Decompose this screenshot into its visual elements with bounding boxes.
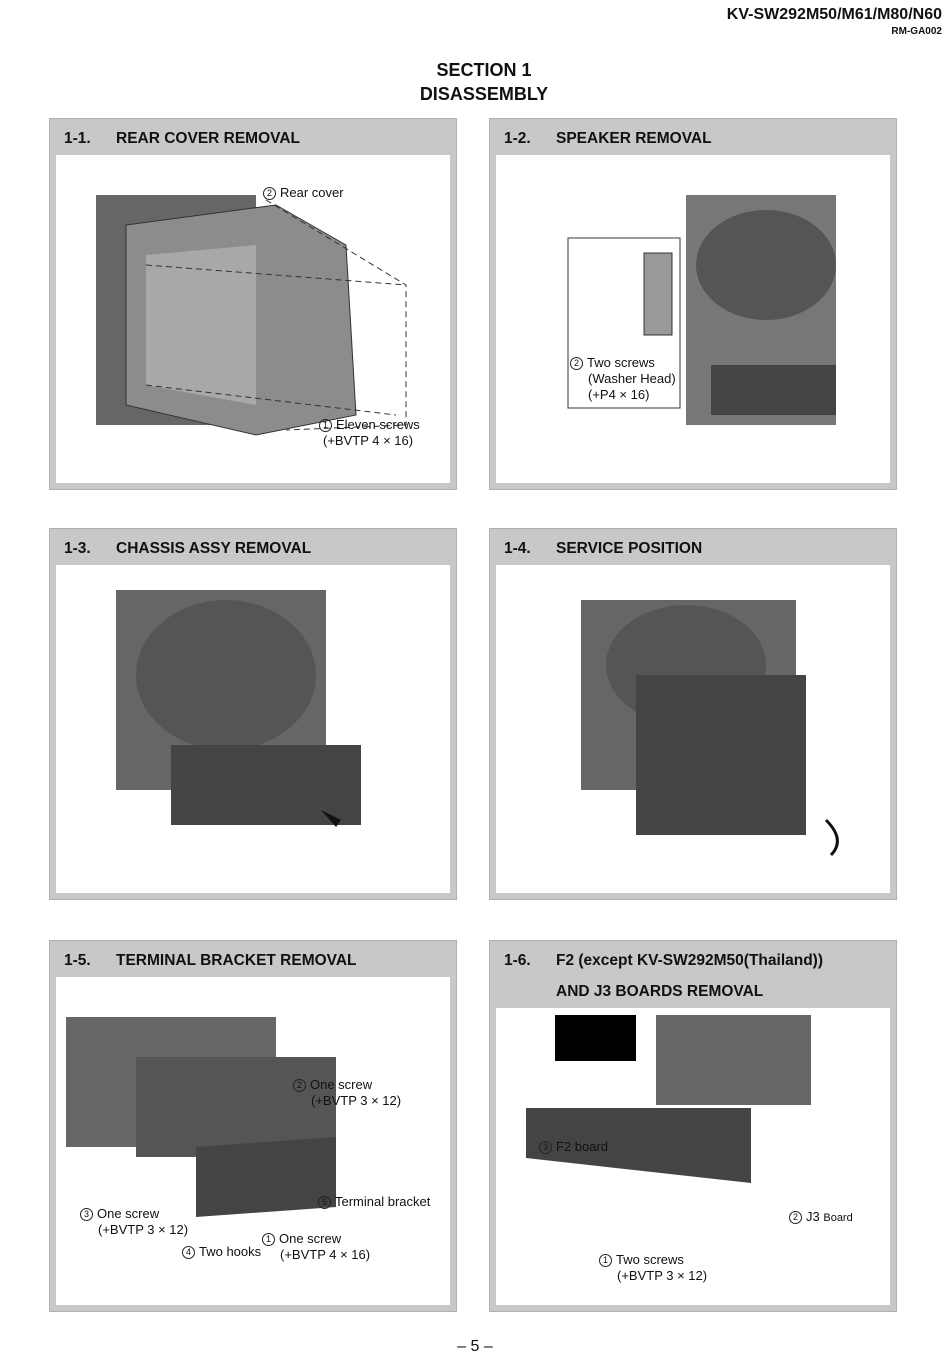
- section-heading: SECTION 1 DISASSEMBLY: [0, 58, 950, 106]
- model-number: KV-SW292M50/M61/M80/N60: [726, 6, 942, 23]
- rear-cover-illustration: [96, 195, 407, 436]
- callout-spec: (+P4 × 16): [588, 387, 650, 402]
- panel-title-text: AND J3 BOARDS REMOVAL: [556, 983, 764, 1000]
- panel-illustration-area: 2 Rear cover 1 Eleven screws(+BVTP 4 × 16): [56, 155, 450, 483]
- panel-title: 1-4. SERVICE POSITION: [504, 540, 702, 558]
- callout-number: 2: [789, 1211, 802, 1224]
- panel-title-text: CHASSIS ASSY REMOVAL: [116, 540, 312, 557]
- panel-title: 1-2. SPEAKER REMOVAL: [504, 130, 712, 148]
- callout-two-screws: 1 Two screws(+BVTP 3 × 12): [599, 1252, 707, 1284]
- panel-illustration-area: [56, 565, 450, 893]
- callout-rear-cover: 2 Rear cover: [263, 185, 344, 201]
- panel-title-text: SPEAKER REMOVAL: [556, 130, 712, 147]
- callout-one-screw-bottom: 1 One screw(+BVTP 4 × 16): [262, 1231, 370, 1263]
- page-number: – 5 –: [457, 1338, 493, 1355]
- callout-text: J3: [806, 1209, 820, 1224]
- terminal-bracket-illustration: [66, 1017, 336, 1217]
- panel-number: 1-1.: [64, 130, 91, 147]
- callout-number: 2: [293, 1079, 306, 1092]
- panel-service-position: 1-4. SERVICE POSITION: [489, 528, 897, 900]
- callout-one-screw-top: 2 One screw(+BVTP 3 × 12): [293, 1077, 401, 1109]
- callout-text: Terminal bracket: [335, 1194, 431, 1209]
- panel-number: 1-3.: [64, 540, 91, 557]
- callout-text: F2 board: [556, 1139, 609, 1154]
- panel-title-text: F2 (except KV-SW292M50(Thailand)): [556, 952, 824, 969]
- callout-text: Board: [823, 1212, 853, 1224]
- callout-spec: (Washer Head): [588, 371, 676, 386]
- callout-text: One screw: [97, 1206, 160, 1221]
- callout-number: 3: [539, 1141, 552, 1154]
- callout-number: 1: [262, 1233, 275, 1246]
- panel-title-text: REAR COVER REMOVAL: [116, 130, 301, 147]
- service-position-illustration: [581, 600, 839, 857]
- chassis-illustration: [116, 590, 361, 827]
- callout-spec: (+BVTP 3 × 12): [311, 1093, 402, 1108]
- panel-title-line2: AND J3 BOARDS REMOVAL: [504, 983, 763, 1001]
- callout-spec: (+BVTP 3 × 12): [98, 1222, 189, 1237]
- callout-text: Eleven screws: [336, 417, 420, 432]
- callout-text: One screw: [310, 1077, 373, 1092]
- callout-spec: (+BVTP 4 × 16): [323, 433, 414, 448]
- callout-eleven-screws: 1 Eleven screws(+BVTP 4 × 16): [319, 417, 420, 449]
- f2-j3-illustration: [526, 1015, 811, 1183]
- callout-two-hooks: 4 Two hooks: [182, 1244, 261, 1260]
- callout-j3-board: 2 J3 Board: [789, 1209, 853, 1226]
- callout-number: 4: [182, 1246, 195, 1259]
- panel-f2-j3-boards-removal: 1-6. F2 (except KV-SW292M50(Thailand)) AN…: [489, 940, 897, 1312]
- callout-text: Rear cover: [280, 185, 344, 200]
- callout-text: Two screws: [616, 1252, 684, 1267]
- section-subtitle: DISASSEMBLY: [419, 84, 549, 104]
- panel-title-text: SERVICE POSITION: [556, 540, 703, 557]
- callout-number: 5: [318, 1196, 331, 1209]
- callout-terminal-bracket: 5 Terminal bracket: [318, 1194, 430, 1210]
- panel-title: 1-6. F2 (except KV-SW292M50(Thailand)): [504, 952, 823, 970]
- callout-two-screws: 2 Two screws(Washer Head)(+P4 × 16): [570, 355, 676, 403]
- callout-number: 3: [80, 1208, 93, 1221]
- callout-number: 2: [570, 357, 583, 370]
- panel-title: 1-3. CHASSIS ASSY REMOVAL: [64, 540, 311, 558]
- panel-rear-cover-removal: 1-1. REAR COVER REMOVAL 2 Rear cover 1 Elev…: [49, 118, 457, 490]
- panel-number: 1-2.: [504, 130, 531, 147]
- panel-number: 1-4.: [504, 540, 531, 557]
- panel-number: 1-5.: [64, 952, 91, 969]
- speaker-illustration: [567, 195, 836, 425]
- callout-f2-board: 3 F2 board: [539, 1139, 608, 1155]
- panel-title: 1-1. REAR COVER REMOVAL: [64, 130, 300, 148]
- callout-number: 2: [263, 187, 276, 200]
- panel-number: 1-6.: [504, 952, 531, 969]
- panel-illustration-area: 2 Two screws(Washer Head)(+P4 × 16): [496, 155, 890, 483]
- section-title: SECTION 1: [436, 60, 532, 80]
- callout-spec: (+BVTP 4 × 16): [280, 1247, 371, 1262]
- manual-code: RM-GA002: [891, 26, 942, 37]
- panel-title-text: TERMINAL BRACKET REMOVAL: [116, 952, 357, 969]
- callout-number: 1: [319, 419, 332, 432]
- callout-text: Two hooks: [199, 1244, 262, 1259]
- panel-illustration-area: [496, 565, 890, 893]
- callout-spec: (+BVTP 3 × 12): [617, 1268, 708, 1283]
- panel-title: 1-5. TERMINAL BRACKET REMOVAL: [64, 952, 357, 970]
- panel-chassis-assy-removal: 1-3. CHASSIS ASSY REMOVAL: [49, 528, 457, 900]
- callout-text: One screw: [279, 1231, 342, 1246]
- callout-one-screw-left: 3 One screw(+BVTP 3 × 12): [80, 1206, 188, 1238]
- panel-speaker-removal: 1-2. SPEAKER REMOVAL 2 Two screws(Washer H…: [489, 118, 897, 490]
- panel-illustration-area: 3 F2 board 2 J3 Board 1 Two screws(+BVTP 3 …: [496, 1008, 890, 1305]
- callout-number: 1: [599, 1254, 612, 1267]
- callout-text: Two screws: [587, 355, 655, 370]
